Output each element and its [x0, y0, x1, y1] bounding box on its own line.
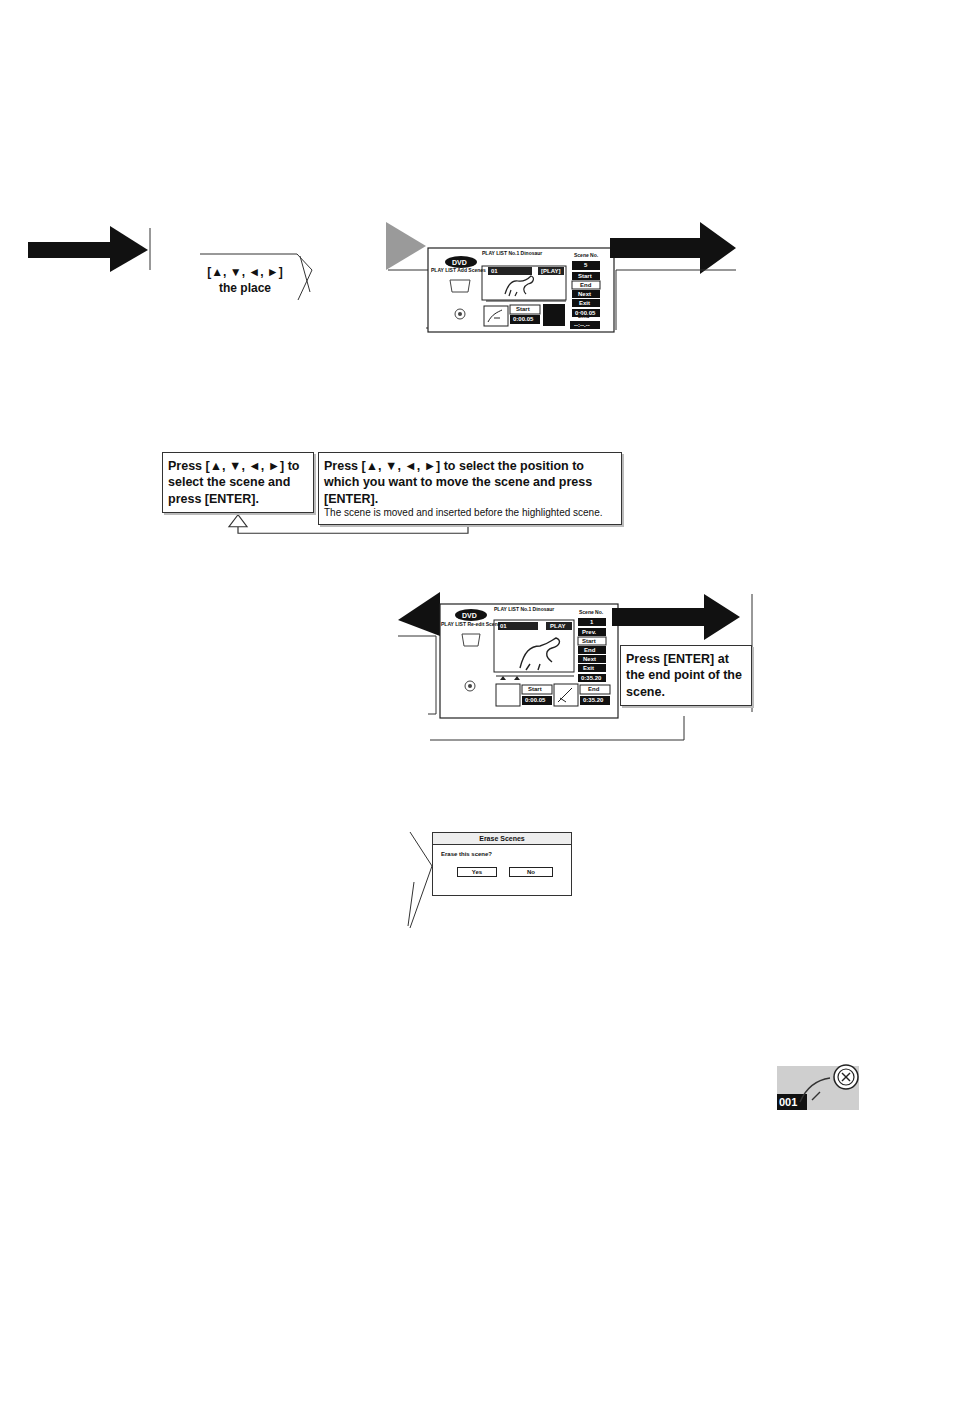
node-text: [▲, ▼, ◄, ►] the place	[197, 265, 293, 296]
flow-arrow	[28, 226, 150, 272]
thumbnail	[777, 1065, 859, 1110]
screen-text: 5	[584, 262, 587, 268]
screen-text: 0:00.05	[525, 697, 545, 703]
screen-text: End	[584, 647, 595, 653]
screen-text: 1	[590, 619, 593, 625]
screen-text: PLAY LIST Add Scenes	[431, 268, 486, 273]
screen-text: PLAY LIST No.1 Dinosaur	[494, 607, 554, 612]
step-box: Press [▲, ▼, ◄, ►] to select the scene a…	[162, 452, 314, 513]
screen-text: DVD	[452, 259, 467, 266]
screen-text: [PLAY]	[541, 268, 560, 274]
step-box: Press [▲, ▼, ◄, ►] to select the positio…	[318, 452, 622, 525]
screen-text: Exit	[583, 665, 594, 671]
screen-text: Start	[578, 273, 592, 279]
screen-text: 0:35.20	[581, 675, 601, 681]
screen-text: Next	[583, 656, 596, 662]
node-text: Erase Scenes	[433, 833, 571, 845]
node-text: Press [▲, ▼, ◄, ►] to select the positio…	[324, 458, 616, 507]
screen-re-edit-scenes	[398, 592, 752, 740]
node-note: Erase this scene?	[433, 845, 571, 859]
node-text: No	[510, 868, 552, 876]
step-box: Press [ENTER] at the end point of the sc…	[620, 645, 752, 706]
screen-text: 0:00.05	[513, 316, 533, 322]
screen-text: End	[580, 282, 591, 288]
node-note: The scene is moved and inserted before t…	[324, 507, 616, 520]
screen-text: Prev.	[582, 629, 596, 635]
screen-text: PLAY	[550, 623, 565, 629]
screen-add-scenes	[386, 222, 736, 332]
node-text: Press [▲, ▼, ◄, ►] to select the scene a…	[168, 458, 308, 507]
dialog-box: Erase ScenesErase this scene? Yes No	[432, 832, 572, 896]
screen-text: Exit	[579, 300, 590, 306]
screen-text: PLAY LIST No.1 Dinosaur	[482, 251, 542, 256]
screen-text: PLAY LIST Re-edit Scenes	[441, 622, 503, 627]
screen-text: End	[588, 686, 599, 692]
callout-text: [▲, ▼, ◄, ►] the place	[196, 264, 294, 297]
dialog-bracket	[408, 832, 432, 928]
screen-text: End	[578, 313, 589, 319]
screen-text: Start	[516, 306, 530, 312]
screen-text: 01	[491, 268, 498, 274]
screen-text: Start	[528, 686, 542, 692]
screen-text: Start	[582, 638, 596, 644]
screen-text: 01	[500, 623, 507, 629]
node-text: Yes	[458, 868, 496, 876]
dialog-button: Yes	[457, 867, 497, 877]
node-text: Press [ENTER] at the end point of the sc…	[626, 651, 746, 700]
dialog-button: No	[509, 867, 553, 877]
screen-text: 0:35.20	[583, 697, 603, 703]
screen-text: --:--.--	[574, 322, 590, 328]
thumbnail-number: 001	[779, 1097, 797, 1108]
screen-text: Scene No.	[574, 253, 598, 258]
screen-text: Next	[578, 291, 591, 297]
screen-text: DVD	[462, 612, 477, 619]
screen-text: Scene No.	[579, 610, 603, 615]
